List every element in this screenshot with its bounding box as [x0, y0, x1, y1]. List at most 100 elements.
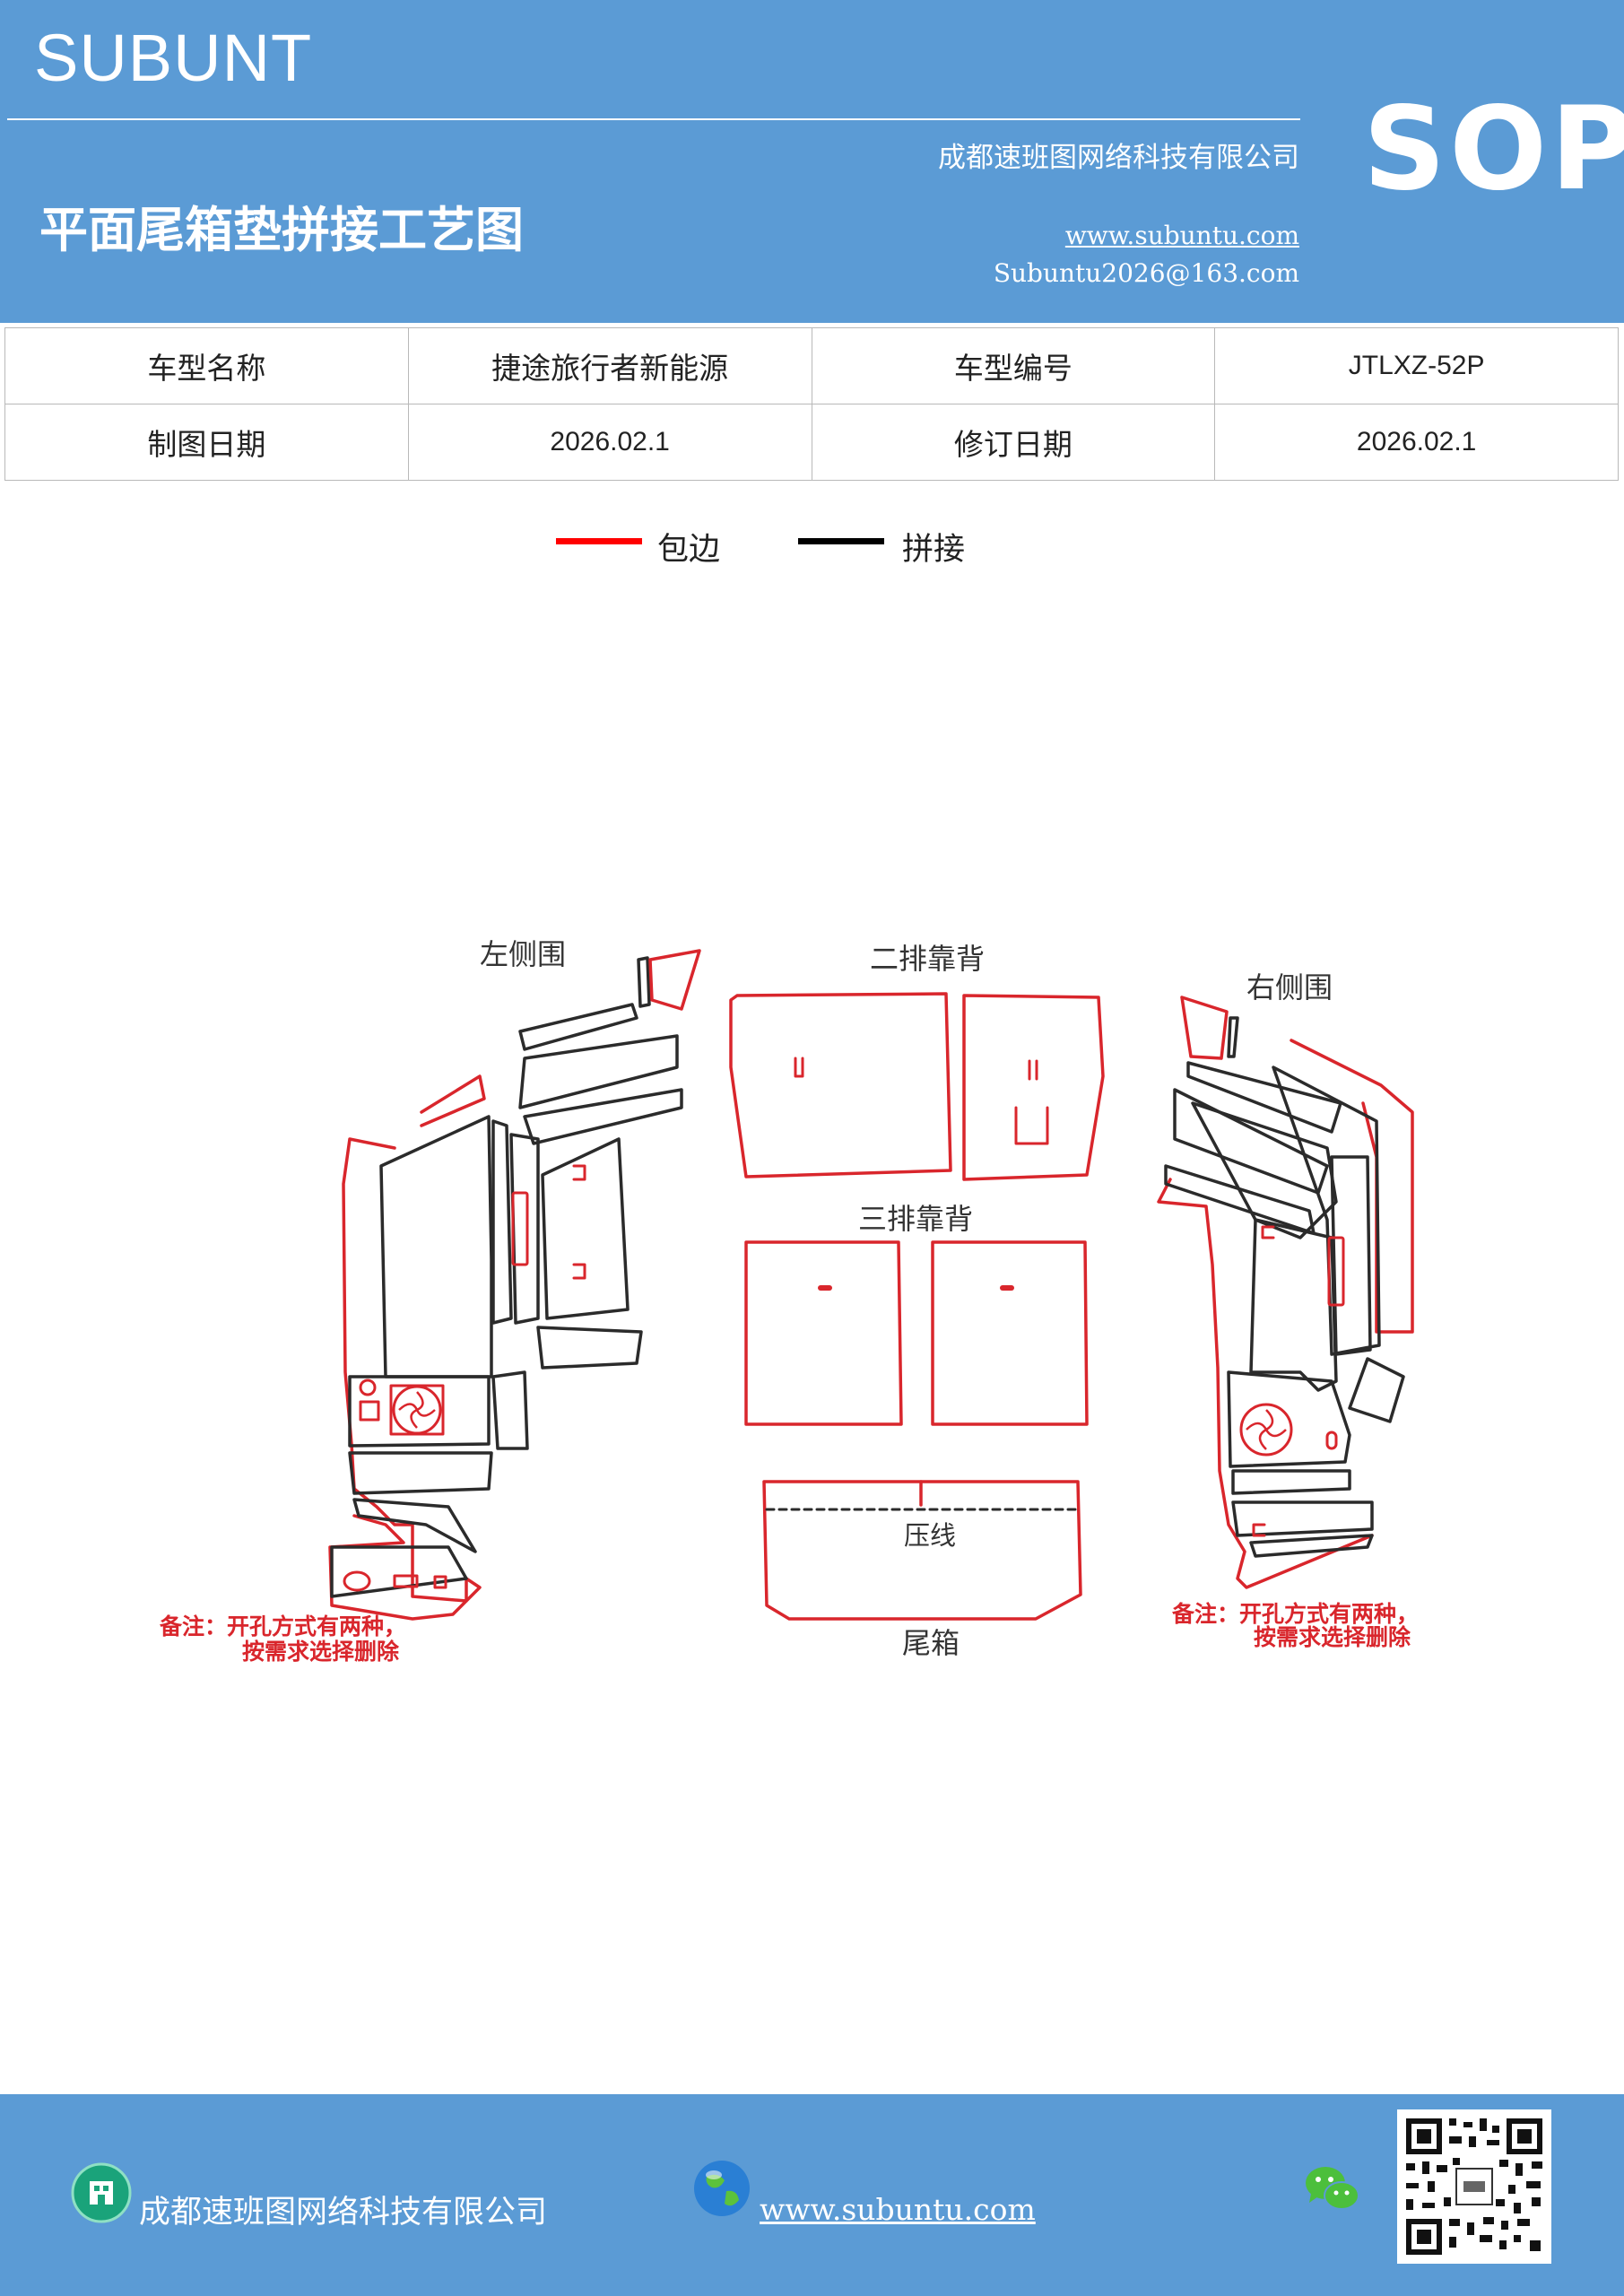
globe-icon — [694, 2161, 750, 2216]
info-table: 车型名称 捷途旅行者新能源 车型编号 JTLXZ-52P 制图日期 2026.0… — [4, 327, 1619, 481]
left-panel-mid — [509, 1133, 540, 1325]
legend: 包边 拼接 — [0, 520, 1624, 574]
legend-seam-swatch — [798, 538, 884, 544]
left-panel-inner — [541, 1137, 630, 1320]
left-bottom-piece — [330, 1545, 468, 1598]
second-row-left — [729, 992, 952, 1178]
left-side-panel — [328, 949, 701, 1621]
right-lower-bar-2 — [1231, 1500, 1374, 1537]
left-hole-small — [359, 1378, 377, 1396]
second-row-notch — [1014, 1106, 1049, 1145]
left-strip-3 — [523, 1088, 683, 1145]
second-row-label: 二排靠背 — [870, 942, 985, 976]
third-row-left — [744, 1240, 903, 1426]
right-fan-blades — [1246, 1409, 1287, 1450]
model-name-value: 捷途旅行者新能源 — [407, 327, 812, 404]
press-line-label: 压线 — [904, 1520, 956, 1551]
left-clip-2 — [572, 1263, 586, 1280]
third-row-right — [931, 1240, 1089, 1426]
trunk-mat-diagram: 左侧围 右侧围 二排靠背 三排靠背 尾箱 压线 备注：开孔方式有两种， 按需求选… — [159, 937, 1419, 1665]
revise-date-label: 修订日期 — [811, 404, 1216, 481]
left-panel-main — [379, 1115, 493, 1378]
table-row: 车型名称 捷途旅行者新能源 车型编号 JTLXZ-52P — [4, 327, 1619, 404]
second-row-slot-right — [1028, 1059, 1038, 1081]
left-note-line2: 按需求选择删除 — [242, 1639, 400, 1665]
left-clip-1 — [572, 1164, 586, 1181]
right-edge-outline — [1290, 1039, 1414, 1334]
right-panel-strip — [1330, 1155, 1372, 1356]
trunk-label: 尾箱 — [902, 1626, 960, 1660]
right-note-line1: 备注：开孔方式有两种， — [1171, 1601, 1419, 1627]
trunk-outline — [762, 1480, 1082, 1621]
header-website-link[interactable]: www.subuntu.com — [1064, 221, 1299, 250]
qr-code[interactable] — [1397, 2109, 1551, 2264]
right-small-box — [1348, 1357, 1405, 1423]
right-note-line2: 按需求选择删除 — [1254, 1624, 1411, 1650]
left-panel-strip — [491, 1119, 513, 1325]
left-strip-1 — [518, 1003, 638, 1051]
left-oval-hole — [343, 1570, 371, 1592]
header-company: 成都速班图网络科技有限公司 — [938, 142, 1299, 174]
wechat-icon[interactable] — [1302, 2161, 1363, 2217]
right-oval-slot — [1325, 1431, 1338, 1450]
left-edge-top — [420, 1074, 486, 1127]
second-row-right — [962, 994, 1105, 1181]
left-lower-bar — [348, 1451, 493, 1495]
building-icon — [71, 2162, 132, 2223]
draw-date-value: 2026.02.1 — [407, 404, 812, 481]
right-panel-mid — [1272, 1065, 1381, 1356]
model-code-value: JTLXZ-52P — [1214, 327, 1619, 404]
right-clip-2 — [1252, 1523, 1266, 1537]
trunk-panel — [762, 1480, 1082, 1621]
legend-edge-label: 包边 — [657, 532, 721, 568]
right-slot — [1327, 1236, 1345, 1307]
third-row-panels — [744, 1240, 1089, 1426]
model-name-label: 车型名称 — [4, 327, 409, 404]
header-email[interactable]: Subuntu2026@163.com — [993, 258, 1299, 288]
right-bottom-curve — [1249, 1534, 1374, 1558]
left-slot — [511, 1191, 529, 1266]
footer-company: 成都速班图网络科技有限公司 — [139, 2195, 548, 2231]
right-panel-inner — [1191, 1101, 1338, 1239]
second-row-panels — [729, 992, 1105, 1181]
left-top-flag-red — [648, 949, 701, 1011]
left-box-2 — [491, 1370, 529, 1450]
left-strip-2 — [518, 1034, 679, 1109]
draw-date-label: 制图日期 — [4, 404, 409, 481]
page-title: 平面尾箱垫拼接工艺图 — [39, 201, 524, 258]
brand-name: SUBUNT — [34, 21, 313, 95]
left-note-line1: 备注：开孔方式有两种， — [159, 1613, 406, 1639]
left-panel-hatch — [536, 1326, 643, 1370]
footer-website-link[interactable]: www.subuntu.com — [760, 2192, 1036, 2227]
right-edge-main — [1157, 1178, 1374, 1589]
header-banner: SUBUNT 成都速班图网络科技有限公司 平面尾箱垫拼接工艺图 www.subu… — [0, 0, 1624, 323]
header-divider — [7, 118, 1300, 120]
fan-marks — [398, 1391, 1287, 1450]
right-strip-1 — [1186, 1061, 1342, 1134]
left-fan-blades — [398, 1391, 436, 1429]
right-lower-bar — [1231, 1469, 1351, 1495]
right-side-panel — [1157, 996, 1414, 1589]
left-side-label: 左侧围 — [480, 937, 566, 971]
sop-badge: SOP — [1363, 83, 1624, 216]
right-top-flag — [1227, 1016, 1239, 1058]
left-top-flag — [637, 956, 651, 1008]
model-code-label: 车型编号 — [811, 327, 1216, 404]
left-box — [348, 1375, 491, 1448]
table-row: 制图日期 2026.02.1 修订日期 2026.02.1 — [4, 404, 1619, 481]
right-box — [1227, 1370, 1351, 1468]
right-clip-1 — [1261, 1225, 1275, 1239]
second-row-slot-left — [794, 1057, 804, 1078]
legend-seam-label: 拼接 — [902, 532, 966, 568]
revise-date-value: 2026.02.1 — [1214, 404, 1619, 481]
left-hole-rect — [359, 1400, 380, 1422]
right-side-label: 右侧围 — [1246, 970, 1333, 1004]
left-rect-hole-2 — [433, 1575, 447, 1589]
left-bottom-curve — [352, 1498, 477, 1553]
left-rect-hole — [393, 1574, 419, 1588]
third-row-label: 三排靠背 — [858, 1202, 973, 1236]
legend-edge-swatch — [556, 538, 642, 544]
right-strip-3 — [1164, 1164, 1316, 1235]
right-fan-circle — [1239, 1403, 1293, 1457]
right-top-flag-red — [1180, 996, 1229, 1060]
